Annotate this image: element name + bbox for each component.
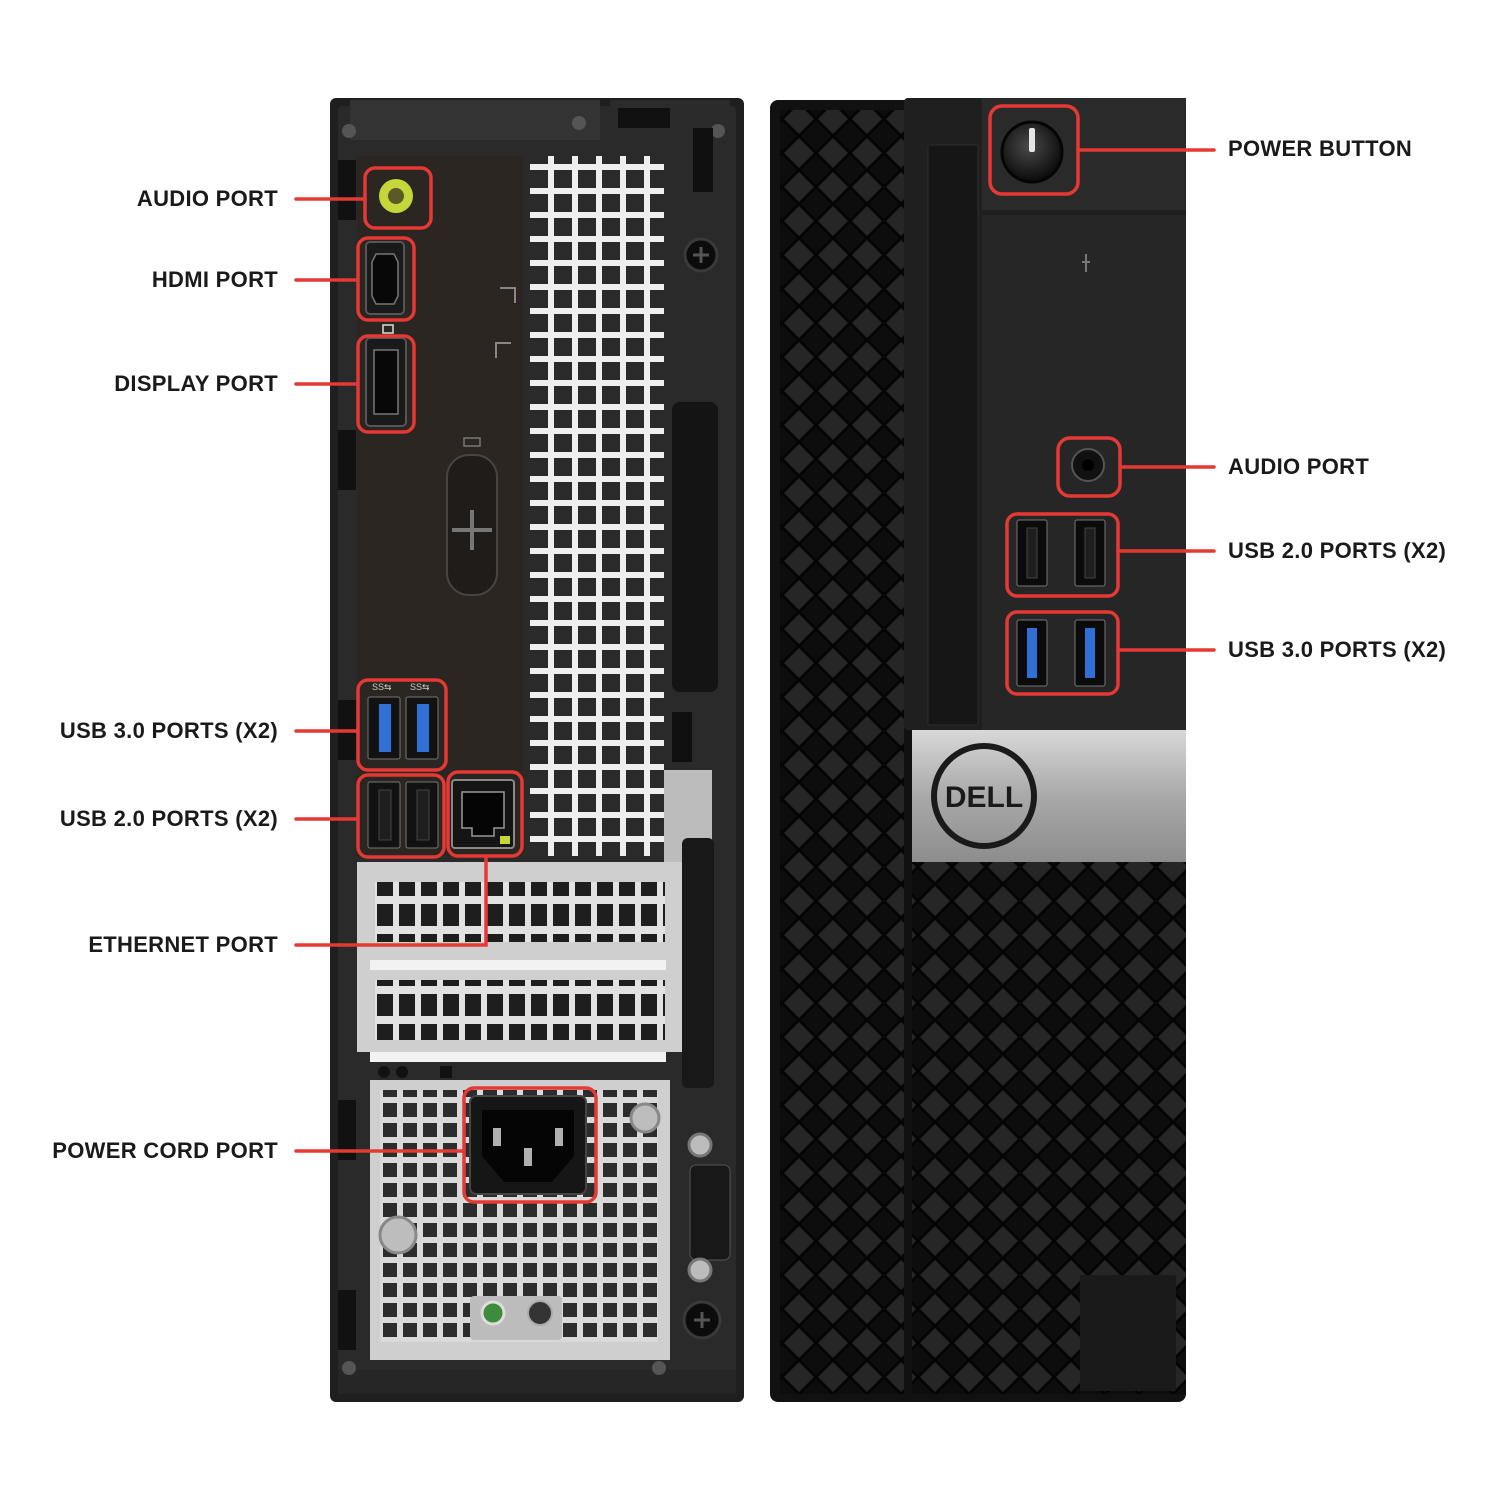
label-rear-audio-port: AUDIO PORT (136, 186, 278, 211)
ethernet-port-icon (451, 779, 515, 849)
callout-rear-usb3 (294, 678, 448, 772)
label-front-usb3-ports: USB 3.0 PORTS (X2) (1228, 637, 1447, 662)
callout-hdmi (294, 236, 416, 322)
callout-front-usb2 (1005, 512, 1216, 598)
callout-displayport (294, 334, 416, 434)
label-hdmi-port: HDMI PORT (151, 267, 278, 292)
hdmi-port-icon (365, 241, 405, 315)
callout-front-usb3 (1005, 610, 1216, 696)
callout-power-cord (294, 1086, 598, 1204)
label-front-audio-port: AUDIO PORT (1228, 454, 1370, 479)
front-chassis: DELL (770, 98, 1186, 1402)
label-ethernet-port: ETHERNET PORT (88, 932, 278, 957)
power-socket-icon (469, 1095, 587, 1195)
front-audio-jack-icon (1071, 448, 1105, 482)
label-power-button: POWER BUTTON (1228, 136, 1413, 161)
svg-text:SS⇆: SS⇆ (372, 682, 392, 692)
label-front-usb2-ports: USB 2.0 PORTS (X2) (1228, 538, 1447, 563)
label-rear-usb3-ports: USB 3.0 PORTS (X2) (59, 718, 278, 743)
rear-usb3-ports: SS⇆ SS⇆ (367, 682, 439, 760)
label-rear-usb2-ports: USB 2.0 PORTS (X2) (59, 806, 278, 831)
front-usb2-ports (1016, 519, 1106, 587)
brand-logo-text: DELL (945, 781, 1023, 814)
svg-text:SS⇆: SS⇆ (410, 682, 430, 692)
callout-rear-audio (294, 166, 433, 230)
front-usb3-ports (1016, 619, 1106, 687)
label-power-cord-port: POWER CORD PORT (52, 1138, 278, 1163)
rear-chassis: SS⇆ SS⇆ (330, 98, 744, 1402)
dell-logo-icon: DELL (931, 743, 1037, 849)
callout-ethernet (294, 770, 524, 947)
rear-usb2-ports (367, 781, 439, 849)
power-button-icon (1000, 120, 1064, 184)
displayport-icon (365, 324, 407, 427)
rear-audio-jack-icon (379, 179, 413, 213)
callout-power-button (988, 104, 1216, 196)
callout-rear-usb2 (294, 773, 446, 859)
label-display-port: DISPLAY PORT (114, 371, 278, 396)
callout-front-audio (1056, 436, 1216, 498)
